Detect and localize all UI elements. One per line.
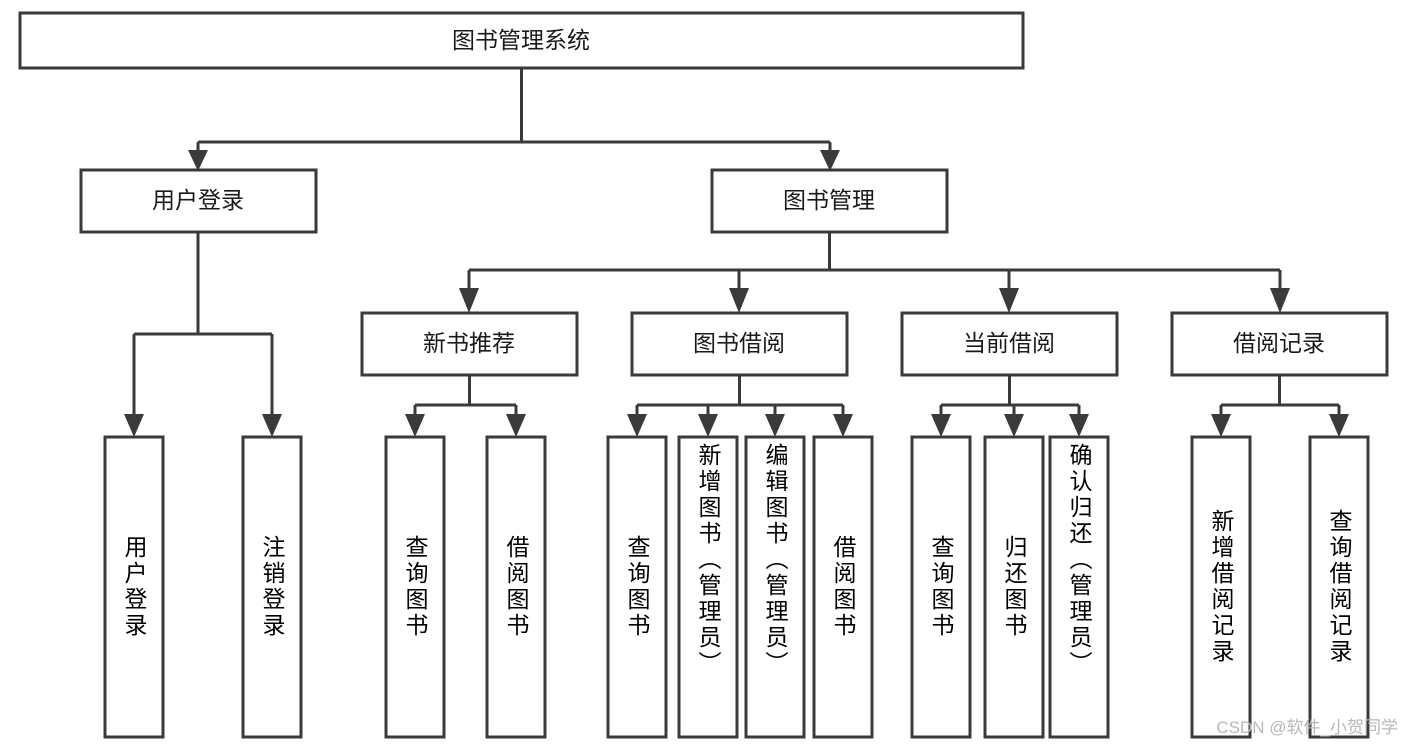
node-user-login-label: 用户登录 xyxy=(152,187,244,213)
node-leaf-query-book-cur[interactable]: 查询图书 xyxy=(910,435,972,739)
arrow-head-leaf-borrow-book-rec xyxy=(506,414,526,437)
arrow-head-leaf-query-book-cur xyxy=(931,414,951,437)
node-leaf-return-book-box[interactable] xyxy=(983,435,1045,739)
node-leaf-user-login-label: 用户登录 xyxy=(121,535,147,639)
node-leaf-query-borrow-record-box[interactable] xyxy=(1308,435,1370,739)
node-leaf-add-borrow-record[interactable]: 新增借阅记录 xyxy=(1190,435,1252,739)
node-leaf-borrow-book-rec-label: 借阅图书 xyxy=(503,535,529,639)
node-root-label: 图书管理系统 xyxy=(452,27,590,53)
node-leaf-borrow-book-rec[interactable]: 借阅图书 xyxy=(485,435,547,739)
arrow-head-user-login xyxy=(188,150,208,171)
node-leaf-borrow-book-borrow-box[interactable] xyxy=(812,435,874,739)
node-leaf-user-logout-label: 注销登录 xyxy=(259,535,285,639)
node-book-borrow-label: 图书借阅 xyxy=(693,330,785,356)
arrow-head-leaf-user-login xyxy=(124,414,144,437)
node-book-borrow-box[interactable] xyxy=(630,311,849,377)
node-leaf-query-book-rec[interactable]: 查询图书 xyxy=(384,435,446,739)
node-book-management-box[interactable] xyxy=(710,168,949,234)
node-borrow-record-label: 借阅记录 xyxy=(1233,330,1325,356)
arrow-head-leaf-add-book-admin xyxy=(698,414,718,437)
node-leaf-return-book[interactable]: 归还图书 xyxy=(983,435,1045,739)
arrow-head-leaf-return-book xyxy=(1004,414,1024,437)
node-book-management[interactable]: 图书管理 xyxy=(710,168,949,234)
node-borrow-record[interactable]: 借阅记录 xyxy=(1170,311,1389,377)
node-leaf-query-book-borrow[interactable]: 查询图书 xyxy=(606,435,668,739)
arrow-head-leaf-query-borrow-record xyxy=(1329,414,1349,437)
node-root[interactable]: 图书管理系统 xyxy=(18,11,1025,70)
node-book-management-label: 图书管理 xyxy=(783,187,875,213)
connector-userlogin-to-leaves xyxy=(132,232,274,428)
node-leaf-query-book-cur-box[interactable] xyxy=(910,435,972,739)
node-leaf-user-login-box[interactable] xyxy=(103,435,165,739)
node-new-book-recommend-box[interactable] xyxy=(360,311,579,377)
arrow-head-leaf-user-logout xyxy=(262,414,282,437)
node-leaf-add-book-admin-box[interactable] xyxy=(677,435,739,739)
connector-root-to-level2 xyxy=(196,68,832,163)
node-current-borrow-box[interactable] xyxy=(900,311,1119,377)
node-leaf-user-login[interactable]: 用户登录 xyxy=(103,435,165,739)
node-leaf-query-book-borrow-box[interactable] xyxy=(606,435,668,739)
node-leaf-confirm-return-admin[interactable]: 确认归还（管理员） xyxy=(1048,435,1110,739)
node-leaf-confirm-return-admin-box[interactable] xyxy=(1048,435,1110,739)
node-leaf-user-logout-box[interactable] xyxy=(241,435,303,739)
node-borrow-record-box[interactable] xyxy=(1170,311,1389,377)
node-new-book-recommend[interactable]: 新书推荐 xyxy=(360,311,579,377)
connector-newbook-to-leaves xyxy=(413,375,518,420)
arrow-head-book-borrow xyxy=(729,288,749,313)
node-leaf-query-book-rec-label: 查询图书 xyxy=(402,535,428,639)
node-leaf-query-book-rec-box[interactable] xyxy=(384,435,446,739)
connector-borrowrecord-to-leaves xyxy=(1219,375,1341,420)
node-book-borrow[interactable]: 图书借阅 xyxy=(630,311,849,377)
arrow-head-leaf-query-book-borrow xyxy=(627,414,647,437)
node-user-login[interactable]: 用户登录 xyxy=(79,168,318,234)
arrow-head-leaf-edit-book-admin xyxy=(765,414,785,437)
arrow-head-leaf-confirm-return-admin xyxy=(1069,414,1089,437)
arrow-head-current-borrow xyxy=(999,288,1019,313)
watermark-label: CSDN @软件_小贺同学 xyxy=(1216,718,1398,737)
node-leaf-query-book-borrow-label: 查询图书 xyxy=(624,535,650,639)
arrow-head-book-management xyxy=(820,150,840,171)
node-leaf-return-book-label: 归还图书 xyxy=(1001,535,1027,639)
node-leaf-query-borrow-record[interactable]: 查询借阅记录 xyxy=(1308,435,1370,739)
node-leaf-borrow-book-rec-box[interactable] xyxy=(485,435,547,739)
node-root-box[interactable] xyxy=(18,11,1025,70)
connector-bookmgmt-to-level3 xyxy=(467,232,1282,290)
node-leaf-edit-book-admin[interactable]: 编辑图书（管理员） xyxy=(744,435,806,739)
node-leaf-add-borrow-record-box[interactable] xyxy=(1190,435,1252,739)
node-user-login-box[interactable] xyxy=(79,168,318,234)
arrow-head-borrow-record xyxy=(1270,288,1290,313)
node-leaf-confirm-return-admin-label: 确认归还（管理员） xyxy=(1066,443,1092,677)
connector-bookborrow-to-leaves xyxy=(635,375,845,420)
node-leaf-add-book-admin[interactable]: 新增图书（管理员） xyxy=(677,435,739,739)
arrow-head-leaf-query-book-rec xyxy=(405,414,425,437)
connector-curborrow-to-leaves xyxy=(939,375,1081,420)
arrow-head-new-book-recommend xyxy=(459,288,479,313)
node-current-borrow-label: 当前借阅 xyxy=(963,330,1055,356)
node-new-book-recommend-label: 新书推荐 xyxy=(423,330,515,356)
node-current-borrow[interactable]: 当前借阅 xyxy=(900,311,1119,377)
node-leaf-query-borrow-record-label: 查询借阅记录 xyxy=(1326,509,1352,665)
node-leaf-edit-book-admin-box[interactable] xyxy=(744,435,806,739)
node-leaf-borrow-book-borrow-label: 借阅图书 xyxy=(830,535,856,639)
node-leaf-query-book-cur-label: 查询图书 xyxy=(928,535,954,639)
arrow-head-leaf-borrow-book-borrow xyxy=(833,414,853,437)
arrow-head-leaf-add-borrow-record xyxy=(1211,414,1231,437)
node-leaf-borrow-book-borrow[interactable]: 借阅图书 xyxy=(812,435,874,739)
node-leaf-user-logout[interactable]: 注销登录 xyxy=(241,435,303,739)
node-leaf-add-book-admin-label: 新增图书（管理员） xyxy=(695,443,721,677)
connector-layer xyxy=(124,68,1349,437)
node-leaf-edit-book-admin-label: 编辑图书（管理员） xyxy=(762,443,788,677)
node-leaf-add-borrow-record-label: 新增借阅记录 xyxy=(1208,509,1234,665)
